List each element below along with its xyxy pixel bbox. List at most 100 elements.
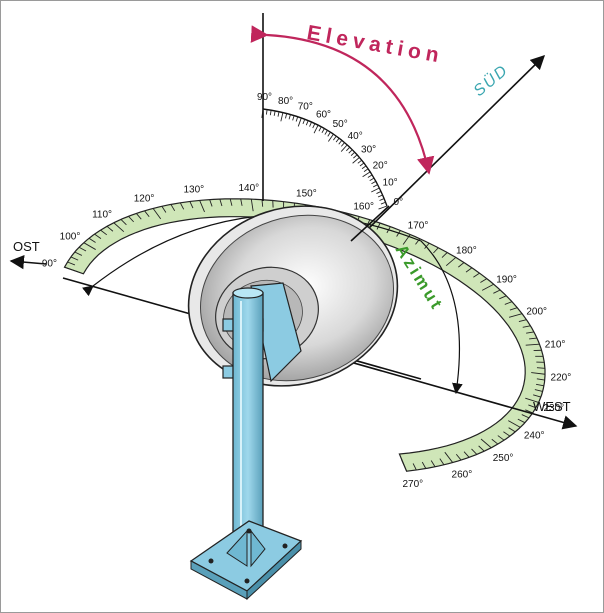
- azimuth-tick: [128, 215, 135, 223]
- elevation-tick-label: 30°: [361, 145, 376, 156]
- azimuth-arrow: [82, 214, 463, 395]
- azimuth-scale-ticks: [64, 198, 546, 472]
- azimuth-tick: [518, 319, 527, 323]
- azimuth-tick: [508, 420, 521, 428]
- antenna-mast: [232, 287, 264, 546]
- azimuth-tick: [240, 198, 243, 206]
- elevation-tick: [371, 180, 377, 185]
- elevation-tick-label: 90°: [257, 92, 272, 103]
- azimuth-tick: [439, 458, 445, 466]
- azimuth-tick-label: 120°: [134, 194, 155, 205]
- azimuth-tick: [536, 367, 545, 369]
- azimuth-tick: [161, 206, 167, 213]
- azimuth-tick: [189, 201, 194, 209]
- azimuth-tick: [376, 222, 381, 230]
- azimuth-tick-label: 180°: [456, 245, 477, 256]
- azimuth-tick: [535, 383, 545, 387]
- azimuth-tick: [499, 295, 507, 300]
- elevation-tick: [327, 133, 334, 142]
- azimuth-tick-label: 100°: [60, 231, 81, 242]
- azimuth-tick: [64, 266, 78, 273]
- azimuth-tick: [444, 451, 454, 463]
- azimuth-tick: [525, 397, 539, 403]
- elevation-tick: [305, 120, 309, 126]
- azimuth-tick: [412, 463, 417, 471]
- azimuth-tick: [536, 378, 545, 381]
- azimuth-tick: [497, 435, 505, 441]
- azimuth-tick: [521, 414, 530, 419]
- azimuth-tick: [441, 252, 448, 258]
- elevation-tick-label: 0°: [394, 197, 404, 208]
- azimuth-tick-label: 130°: [183, 185, 204, 196]
- azimuth-tick: [152, 208, 162, 220]
- elevation-tick: [302, 119, 306, 125]
- azimuth-tick: [70, 256, 79, 261]
- elevation-tick: [312, 123, 316, 129]
- azimuth-tick: [480, 438, 492, 449]
- azimuth-tick: [421, 461, 427, 469]
- azimuth-tick: [170, 204, 176, 212]
- elevation-tick: [265, 109, 268, 115]
- azimuth-tick: [219, 198, 223, 207]
- elevation-tick: [377, 194, 383, 198]
- elevation-tick: [379, 198, 385, 201]
- azimuth-tick: [100, 229, 108, 236]
- elevation-scale-arc: [262, 108, 388, 207]
- azimuth-tick: [463, 451, 470, 458]
- azimuth-tick: [261, 199, 264, 207]
- azimuth-tick: [433, 247, 439, 254]
- azimuth-tick: [401, 459, 408, 472]
- elevation-tick-label: 80°: [278, 96, 293, 107]
- elevation-tick: [359, 162, 365, 167]
- azimuth-tick: [522, 325, 531, 328]
- azimuth-tick: [471, 448, 478, 455]
- azimuth-tick: [120, 219, 127, 226]
- elevation-tick: [348, 149, 353, 154]
- azimuth-tick: [493, 289, 501, 294]
- elevation-tick: [288, 114, 291, 120]
- elevation-tick: [340, 142, 345, 147]
- azimuth-tick: [481, 283, 494, 291]
- azimuth-tick: [528, 404, 537, 409]
- azimuth-tick-label: 220°: [551, 372, 572, 383]
- azimuth-tick: [458, 262, 465, 268]
- azimuth-tick-label: 200°: [526, 306, 547, 317]
- elevation-tick-label: 40°: [348, 131, 363, 142]
- azimuth-tick: [250, 199, 254, 212]
- azimuth-tick: [504, 301, 513, 305]
- azimuth-tick: [480, 278, 488, 283]
- azimuth-tick-label: 270°: [402, 479, 423, 490]
- elevation-tick: [333, 135, 337, 141]
- azimuth-tick: [229, 198, 233, 206]
- elevation-tick-label: 60°: [316, 109, 331, 120]
- elevation-tick: [295, 116, 299, 122]
- azimuth-tick: [209, 199, 213, 207]
- azimuth-tick: [179, 202, 185, 210]
- azimuth-tick: [525, 343, 540, 346]
- elevation-tick-label: 70°: [298, 102, 313, 113]
- elevation-tick: [309, 121, 312, 127]
- elevation-tick: [335, 137, 340, 143]
- azimuth-tick: [508, 313, 523, 318]
- azimuth-tick: [430, 460, 436, 468]
- elevation-tick: [371, 187, 380, 193]
- azimuth-tick: [88, 237, 96, 243]
- azimuth-tick: [525, 409, 533, 414]
- azimuth-tick-label: 210°: [545, 340, 566, 351]
- azimuth-tick: [78, 246, 87, 252]
- azimuth-tick: [455, 453, 462, 461]
- azimuth-tick: [531, 372, 546, 375]
- elevation-tick: [327, 131, 331, 137]
- elevation-tick: [280, 112, 284, 122]
- mast-base-plate: [189, 520, 303, 601]
- azimuth-tick: [199, 200, 205, 213]
- elevation-tick: [285, 113, 288, 119]
- azimuth-tick-label: 170°: [408, 221, 429, 232]
- azimuth-tick: [478, 445, 485, 452]
- azimuth-tick-label: 140°: [238, 183, 259, 194]
- azimuth-tick: [83, 242, 96, 250]
- elevation-tick: [338, 140, 343, 145]
- azimuth-tick: [508, 427, 516, 433]
